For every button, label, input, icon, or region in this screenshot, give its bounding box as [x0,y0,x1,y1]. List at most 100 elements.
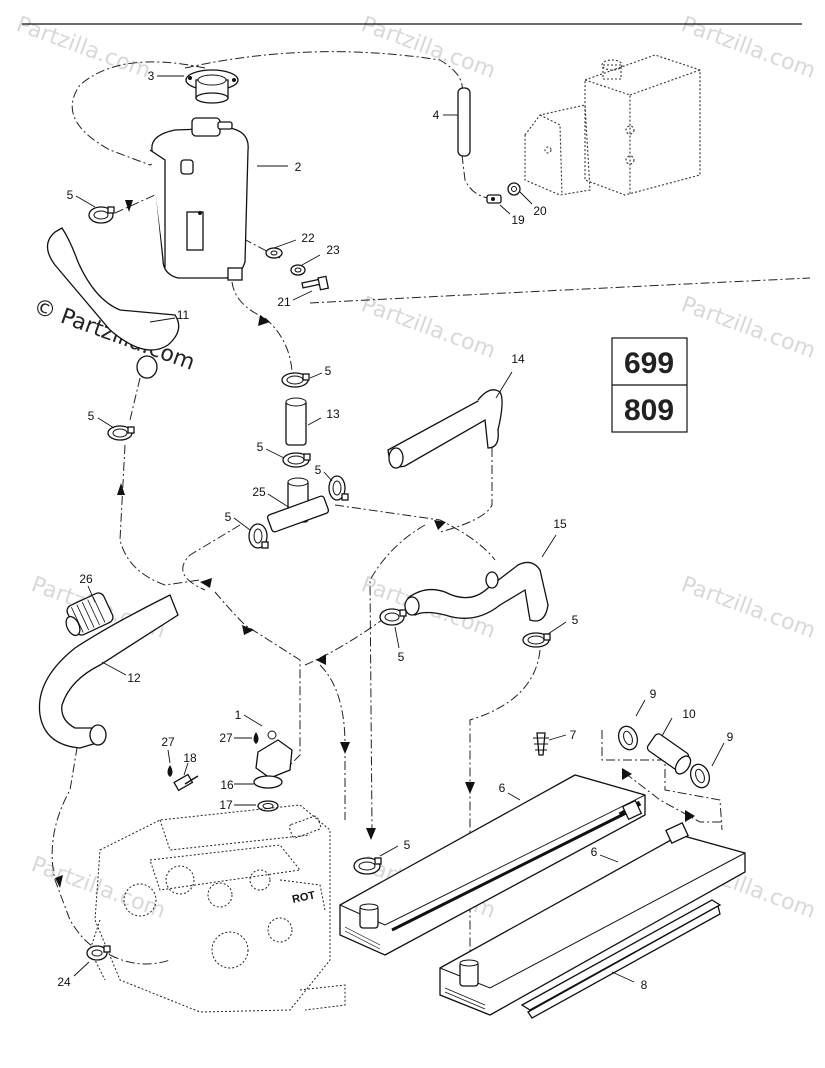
heat-exchanger-lower [439,821,746,1016]
callout-5: 5 [404,838,411,852]
callout-9: 9 [727,730,734,744]
watermark: Partzilla.com [678,572,819,644]
watermark: Partzilla.com [13,12,154,84]
clamp [88,206,115,224]
model-code-bottom: 809 [624,394,674,427]
clamp [379,608,407,626]
hose-11 [46,227,180,379]
clamp [353,857,382,875]
flow-arrow [55,875,63,888]
fitting-nut [507,182,521,196]
flow-arrow [242,625,254,635]
watermark: Partzilla.com [358,292,499,364]
fitting-elbow [486,194,502,204]
callout-5: 5 [88,409,95,423]
callout-8: 8 [641,978,648,992]
tee-fitting [266,477,330,533]
callout-23: 23 [326,243,340,257]
callout-16: 16 [220,778,234,792]
callout-5: 5 [325,364,332,378]
callout-10: 10 [682,707,696,721]
hose-13 [285,397,307,446]
overflow-hose [457,87,471,157]
callout-5: 5 [315,463,322,477]
hose-15 [404,561,549,622]
callout-27: 27 [219,731,233,745]
clamp [248,523,269,549]
callout-5: 5 [225,510,232,524]
clamp [522,632,551,648]
hose-clamps [88,206,551,875]
callout-9: 9 [650,687,657,701]
oil-tank [524,54,701,196]
watermark: Partzilla.com [28,852,169,924]
flow-arrow [316,654,326,665]
callout-24: 24 [57,975,71,989]
clamp-9-left [617,725,639,751]
clamp [328,475,349,501]
callout-1: 1 [235,708,242,722]
callout-5: 5 [67,188,74,202]
callout-22: 22 [301,231,315,245]
callout-5: 5 [257,440,264,454]
callout-17: 17 [219,798,233,812]
watermark: Partzilla.com [678,12,819,84]
mounting-strip [520,899,722,1019]
callout-11: 11 [177,308,190,322]
callout-18: 18 [183,751,197,765]
flow-arrow [200,578,212,588]
callout-19: 19 [511,213,525,227]
callout-7: 7 [570,728,577,742]
flow-arrow [366,828,376,840]
callout-leaders [73,75,725,983]
bleed-drop [253,732,259,744]
clamp-9-right [689,763,711,789]
callout-15: 15 [553,517,567,531]
flow-arrow [434,520,446,530]
callout-labels: 1 2 3 4 5 5 5 5 5 5 5 5 5 6 6 7 8 9 9 10… [57,69,733,992]
callout-3: 3 [148,69,155,83]
flow-arrow [340,742,350,754]
callout-21: 21 [277,295,291,309]
clamp [107,425,135,441]
flow-arrow [258,315,270,326]
clamp-24 [86,945,111,961]
callout-6: 6 [499,781,506,795]
watermark: Partzilla.com [678,292,819,364]
callout-27: 27 [161,735,175,749]
clamp [281,372,310,388]
thermostat-housing [253,730,293,812]
callout-5: 5 [572,613,579,627]
washer [265,247,283,259]
heat-exchanger-upper [339,774,646,956]
hose-10 [646,733,692,775]
callout-12: 12 [127,671,141,685]
flow-arrows [55,200,695,888]
clamp [282,452,311,468]
callout-26: 26 [79,572,93,586]
callout-25: 25 [252,485,266,499]
hose-14 [387,389,503,469]
callout-14: 14 [511,352,525,366]
flow-arrow [685,810,695,822]
flow-arrow [125,200,133,212]
flow-arrow [465,782,475,794]
reservoir-cap [185,69,239,104]
model-year-box: 699 809 [611,337,688,433]
callout-4: 4 [433,108,440,122]
watermark: Partzilla.com [358,12,499,84]
temperature-sensor [173,773,199,792]
coolant-reservoir [149,117,249,281]
callout-5: 5 [398,650,405,664]
callout-13: 13 [326,407,340,421]
retaining-clip [533,732,549,756]
callout-2: 2 [295,160,302,174]
lock-nut [290,264,306,276]
bolt [301,275,330,291]
flow-arrow [622,768,632,780]
hose-12 [38,594,179,749]
callout-6: 6 [591,845,598,859]
engine-label: ROT [291,889,316,906]
flow-arrow [117,483,125,495]
